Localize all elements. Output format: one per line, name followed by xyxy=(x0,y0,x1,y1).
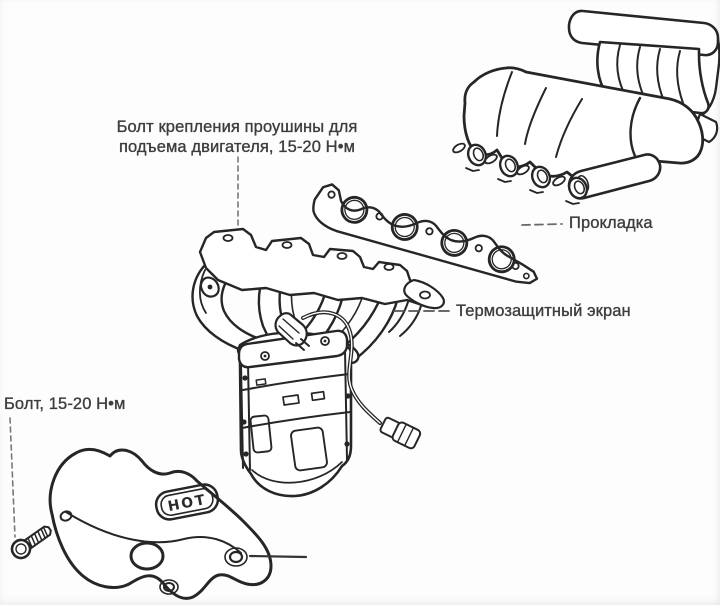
intake-manifold-drawing xyxy=(452,9,720,205)
intake-port-4 xyxy=(552,175,589,205)
bolt-drawing xyxy=(10,525,52,560)
hot-embossed-text: HOT xyxy=(167,492,209,515)
leader-line-bolt xyxy=(9,417,16,538)
oxygen-sensor-drawing xyxy=(274,312,310,351)
label-bolt: Болт, 15-20 Н•м xyxy=(4,395,126,413)
heat-shield-drawing: HOT xyxy=(48,447,273,600)
label-heat-shield: Термозащитный экран xyxy=(456,302,631,320)
label-engine-lift-bolt-line2: подъема двигателя, 15-20 Н•м xyxy=(118,138,356,156)
leader-line-gasket xyxy=(521,223,563,226)
label-gasket: Прокладка xyxy=(569,214,653,232)
oxygen-sensor-wire xyxy=(301,310,382,425)
intake-port-3 xyxy=(516,164,552,194)
intake-port-1 xyxy=(452,142,488,172)
hot-embossed-badge: HOT xyxy=(154,483,220,521)
catalytic-converter-drawing xyxy=(237,329,353,498)
wire-connector-drawing xyxy=(379,416,422,450)
gasket-drawing xyxy=(312,183,539,285)
label-engine-lift-bolt-line1: Болт крепления проушины для xyxy=(116,118,358,136)
leader-line-lower-shield xyxy=(248,554,308,559)
label-engine-lift-bolt: Болт крепления проушины для подъема двиг… xyxy=(90,117,384,157)
intake-port-2 xyxy=(484,153,520,183)
